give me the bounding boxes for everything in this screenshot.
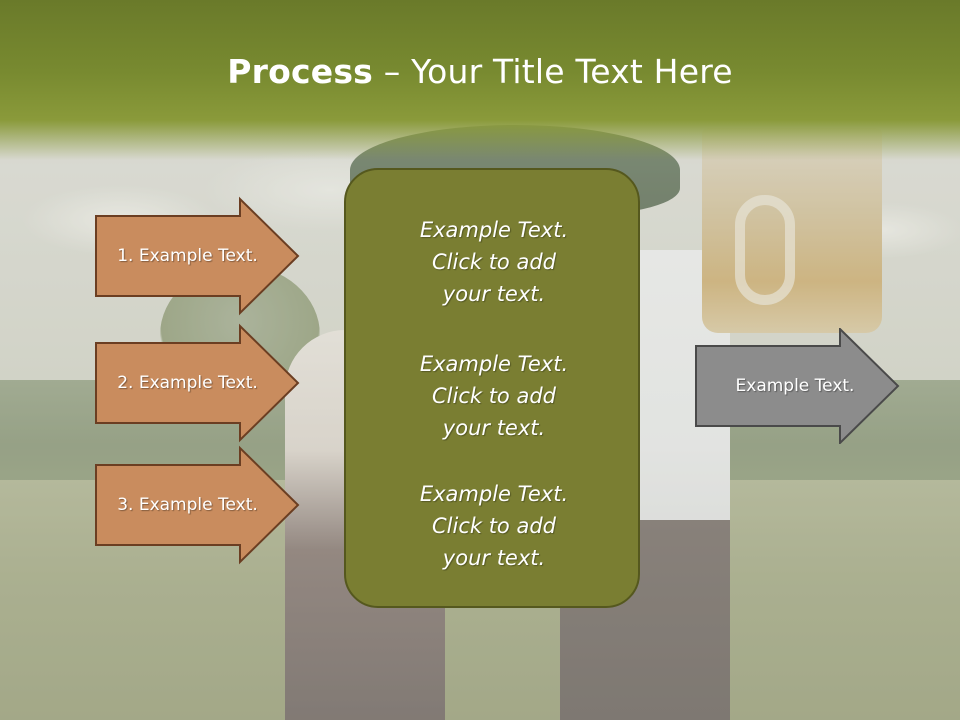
- center-text-2[interactable]: Example Text. Click to add your text.: [419, 352, 569, 440]
- left-arrow-2[interactable]: 2. Example Text.: [95, 323, 300, 443]
- arrow-shape: [95, 323, 300, 443]
- arrow-shape: [95, 196, 300, 316]
- title-band: [0, 0, 960, 160]
- center-text-1[interactable]: Example Text. Click to add your text.: [419, 218, 569, 306]
- left-arrow-2-label: 2. Example Text.: [117, 373, 258, 393]
- title-bold: Process: [227, 52, 374, 91]
- center-text-box[interactable]: Example Text. Click to add your text. Ex…: [344, 168, 640, 608]
- title-rest: – Your Title Text Here: [373, 52, 733, 91]
- beer-mug-handle: [735, 195, 795, 305]
- slide-title[interactable]: Process – Your Title Text Here: [0, 52, 960, 91]
- center-text-3[interactable]: Example Text. Click to add your text.: [419, 482, 569, 570]
- left-arrow-1[interactable]: 1. Example Text.: [95, 196, 300, 316]
- arrow-shape: [695, 328, 900, 444]
- left-arrow-3-label: 3. Example Text.: [117, 495, 258, 515]
- left-arrow-3[interactable]: 3. Example Text.: [95, 445, 300, 565]
- right-arrow-label: Example Text.: [735, 376, 855, 396]
- arrow-shape: [95, 445, 300, 565]
- right-arrow[interactable]: Example Text.: [695, 328, 900, 444]
- left-arrow-1-label: 1. Example Text.: [117, 246, 258, 266]
